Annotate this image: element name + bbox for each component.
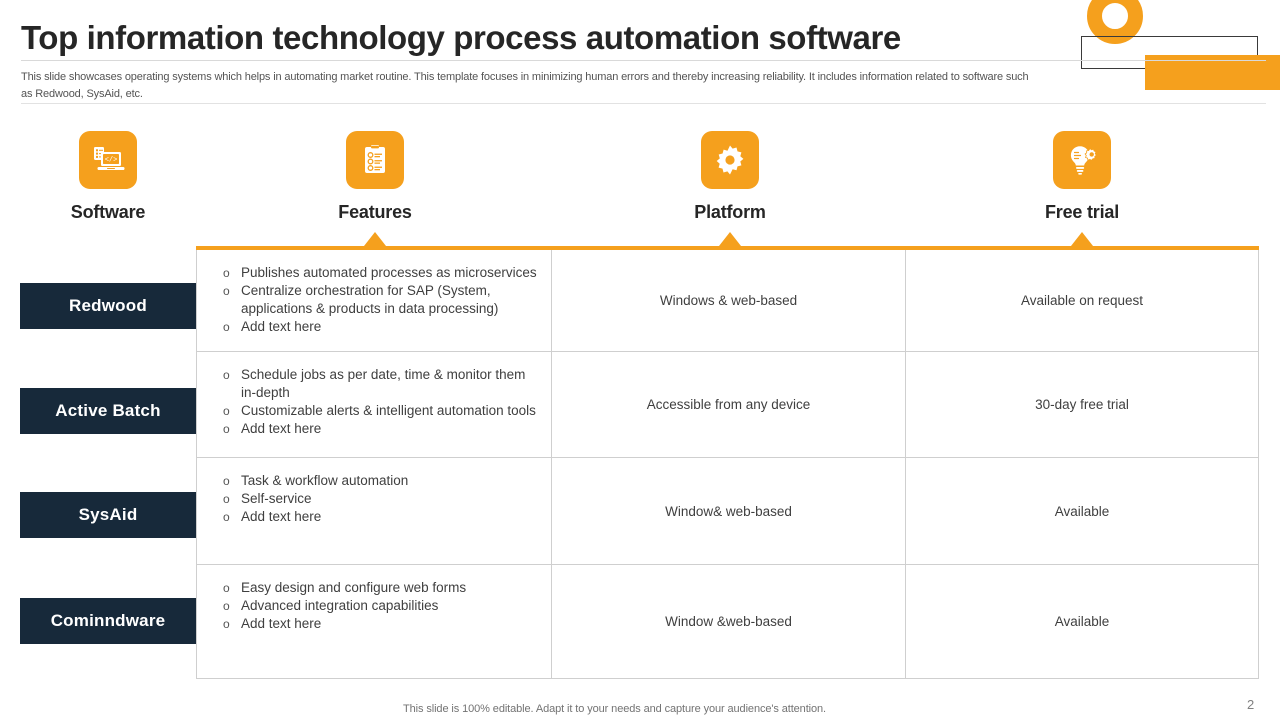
column-header-label: Software: [70, 202, 146, 222]
free-trial-cell: Available: [906, 458, 1258, 564]
platform-value: Windows & web-based: [659, 293, 798, 308]
table-row: Publishes automated processes as microse…: [196, 250, 1259, 352]
comparison-table: Publishes automated processes as microse…: [196, 246, 1259, 679]
table-row: Easy design and configure web forms Adva…: [196, 565, 1259, 679]
features-list: Schedule jobs as per date, time & monito…: [211, 366, 537, 438]
platform-cell: Accessible from any device: [552, 352, 906, 457]
table-row: Task & workflow automation Self-service …: [196, 458, 1259, 565]
free-trial-value: 30-day free trial: [1035, 397, 1129, 412]
column-header-features: Features: [296, 131, 454, 223]
free-trial-value: Available: [1054, 614, 1110, 629]
list-item: Add text here: [211, 318, 537, 336]
clipboard-checklist-icon: [346, 131, 404, 189]
list-item: Publishes automated processes as microse…: [211, 264, 537, 282]
page-subtitle: This slide showcases operating systems w…: [21, 71, 1029, 100]
column-header-label: Features: [338, 202, 412, 222]
features-list: Easy design and configure web forms Adva…: [211, 579, 537, 633]
list-item: Advanced integration capabilities: [211, 597, 537, 615]
pointer-triangle-platform: [719, 232, 741, 246]
list-item: Centralize orchestration for SAP (System…: [211, 282, 537, 318]
title-divider: [21, 60, 1266, 61]
list-item: Schedule jobs as per date, time & monito…: [211, 366, 537, 402]
free-trial-cell: Available on request: [906, 250, 1258, 351]
features-cell: Schedule jobs as per date, time & monito…: [197, 352, 552, 457]
column-header-free-trial: Free trial: [1003, 131, 1161, 223]
software-label-cominndware: Cominndware: [20, 598, 196, 644]
table-row: Schedule jobs as per date, time & monito…: [196, 352, 1259, 458]
features-list: Publishes automated processes as microse…: [211, 264, 537, 336]
features-cell: Task & workflow automation Self-service …: [197, 458, 552, 564]
features-cell: Easy design and configure web forms Adva…: [197, 565, 552, 678]
lightbulb-gear-icon: [1053, 131, 1111, 189]
subtitle-divider: [21, 103, 1266, 104]
column-header-software: </> Software: [29, 131, 187, 223]
platform-value: Window &web-based: [665, 614, 792, 629]
list-item: Add text here: [211, 508, 537, 526]
free-trial-cell: Available: [906, 565, 1258, 678]
pointer-triangle-free-trial: [1071, 232, 1093, 246]
features-list: Task & workflow automation Self-service …: [211, 472, 537, 526]
footer-note: This slide is 100% editable. Adapt it to…: [403, 703, 826, 715]
free-trial-value: Available on request: [1020, 293, 1144, 308]
platform-cell: Window& web-based: [552, 458, 906, 564]
page-title: Top information technology process autom…: [21, 19, 901, 56]
pointer-triangle-features: [364, 232, 386, 246]
column-header-label: Platform: [694, 202, 766, 222]
list-item: Self-service: [211, 490, 537, 508]
gear-icon: [701, 131, 759, 189]
free-trial-value: Available: [1054, 503, 1110, 519]
page-number: 2: [1247, 697, 1255, 712]
software-label-sysaid: SysAid: [20, 492, 196, 538]
platform-cell: Window &web-based: [552, 565, 906, 678]
column-header-label: Free trial: [1044, 202, 1120, 222]
list-item: Task & workflow automation: [211, 472, 537, 490]
platform-cell: Windows & web-based: [552, 250, 906, 351]
list-item: Add text here: [211, 420, 537, 438]
platform-value: Window& web-based: [665, 503, 792, 519]
software-label-active-batch: Active Batch: [20, 388, 196, 434]
software-label-redwood: Redwood: [20, 283, 196, 329]
laptop-code-icon: </>: [79, 131, 137, 189]
features-cell: Publishes automated processes as microse…: [197, 250, 552, 351]
list-item: Easy design and configure web forms: [211, 579, 537, 597]
column-header-platform: Platform: [651, 131, 809, 223]
list-item: Customizable alerts & intelligent automa…: [211, 402, 537, 420]
free-trial-cell: 30-day free trial: [906, 352, 1258, 457]
list-item: Add text here: [211, 615, 537, 633]
svg-text:</>: </>: [105, 157, 118, 165]
platform-value: Accessible from any device: [646, 397, 811, 412]
